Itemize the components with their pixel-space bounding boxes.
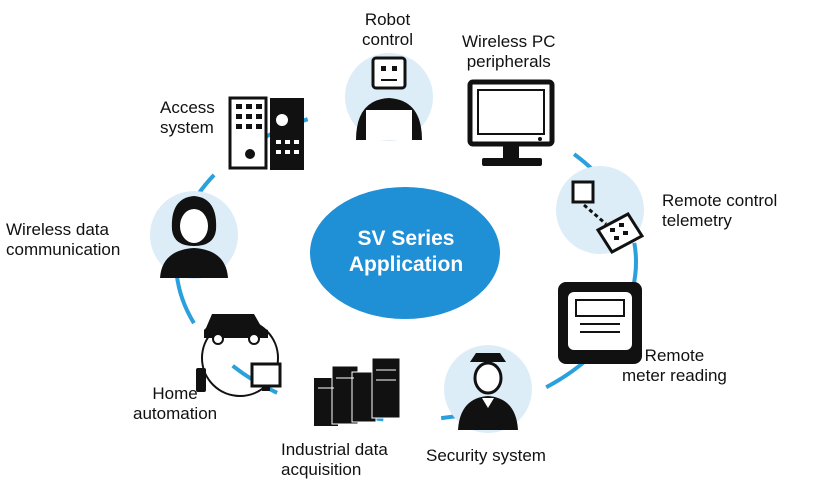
label-wireless-pc: Wireless PC peripherals	[462, 32, 556, 71]
meter-icon	[558, 282, 642, 364]
label-wireless-data: Wireless data communication	[6, 220, 121, 259]
monitor-icon	[467, 79, 555, 166]
keypad-icon	[228, 96, 304, 170]
label-industrial-data: Industrial data acquisition	[281, 440, 388, 479]
label-remote-control: Remote control telemetry	[662, 191, 778, 230]
label-remote-meter: Remote meter reading	[622, 346, 727, 385]
label-robot-control: Robot control	[362, 10, 414, 49]
remote-telemetry-icon	[556, 166, 645, 254]
center-title-line1: SV Series	[357, 227, 455, 250]
headset-operator-icon	[150, 191, 238, 279]
center-title-line2: Application	[348, 253, 464, 276]
server-rack-icon	[314, 357, 401, 426]
label-security-system: Security system	[426, 446, 546, 465]
home-automation-icon	[196, 314, 282, 397]
label-access-system: Access system	[160, 98, 215, 137]
label-home-automation: Home automation	[133, 384, 218, 423]
center-title: SV Series Application	[318, 226, 494, 278]
robot-icon	[345, 53, 433, 141]
security-guard-icon	[444, 345, 532, 433]
center-ellipse	[310, 187, 500, 319]
